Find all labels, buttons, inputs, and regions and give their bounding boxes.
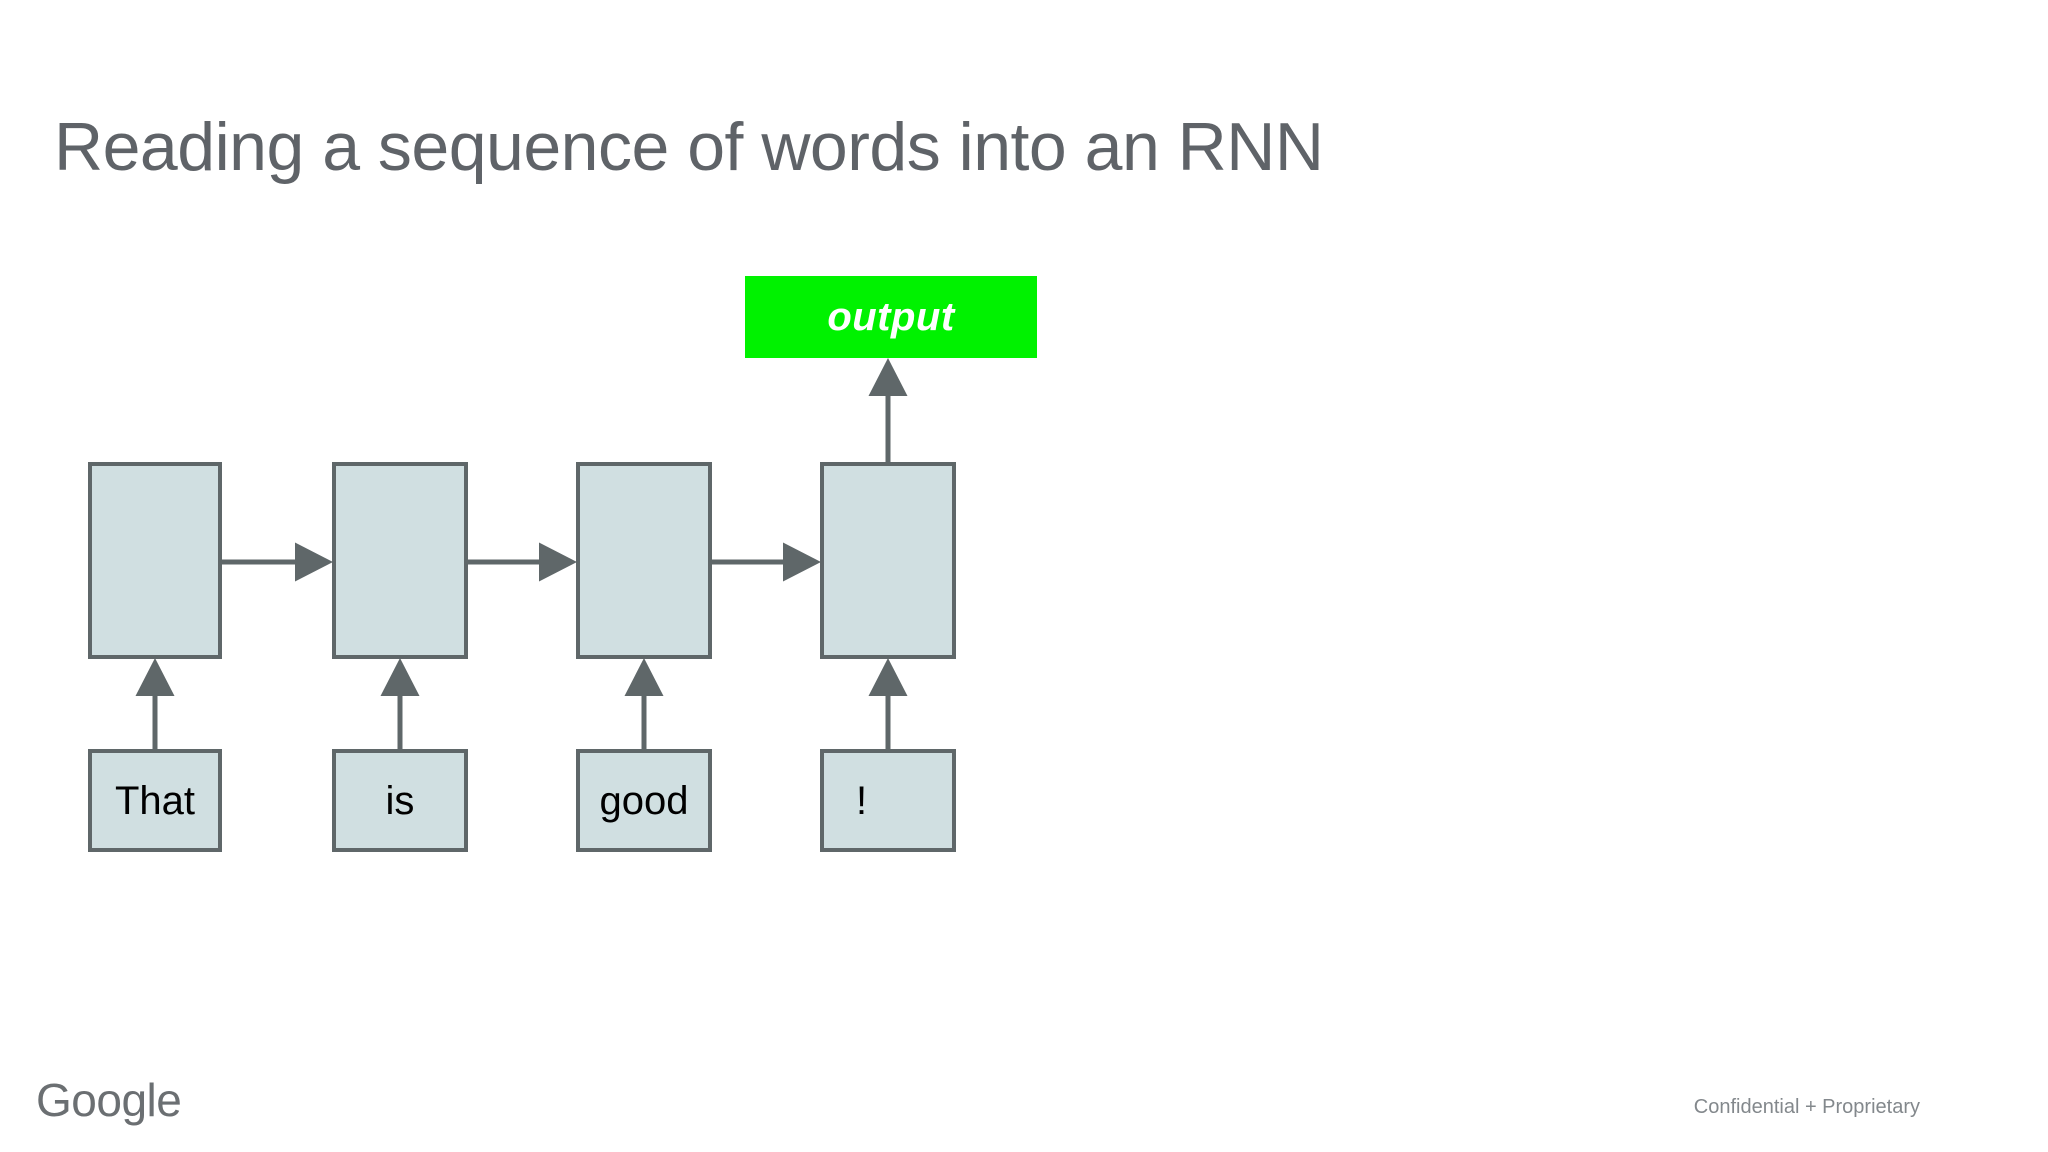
word-box-good: good — [576, 749, 712, 852]
google-logo: Google — [36, 1077, 206, 1123]
rnn-cell-4 — [820, 462, 956, 659]
word-label-good: good — [599, 778, 689, 823]
confidentiality-note: Confidential + Proprietary — [1693, 1096, 1920, 1118]
word-box-exclamation: ! — [820, 749, 956, 852]
word-label-exclamation: ! — [856, 778, 868, 823]
rnn-cell-3 — [576, 462, 712, 659]
word-label-is: is — [385, 778, 415, 823]
rnn-cell-2 — [332, 462, 468, 659]
output-box: output — [745, 276, 1037, 358]
page-title: Reading a sequence of words into an RNN — [54, 109, 1324, 185]
word-box-is: is — [332, 749, 468, 852]
word-box-that: That — [88, 749, 222, 852]
rnn-cell-1 — [88, 462, 222, 659]
google-logo-text: Google — [36, 1074, 182, 1126]
output-label: output — [827, 294, 955, 339]
word-label-that: That — [114, 778, 196, 823]
